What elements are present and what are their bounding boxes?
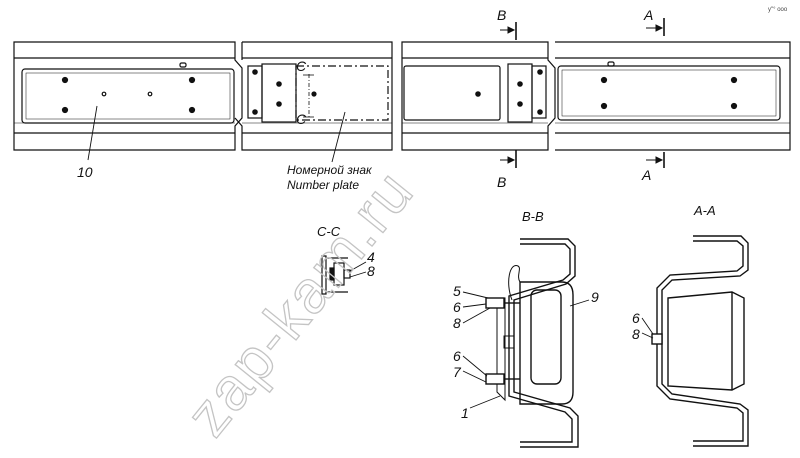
view-bb-title: B-B [522, 209, 544, 224]
bumper-panel-2 [234, 41, 393, 151]
view-cc-label-4: 4 [367, 249, 375, 265]
section-label-c-top: C [296, 58, 307, 74]
view-aa-section [641, 235, 749, 447]
bumper-panel-1 [13, 41, 243, 151]
callout-number-plate-en: Number plate [287, 178, 359, 192]
section-mark-b-bottom [500, 150, 517, 168]
view-aa-label-8: 8 [632, 326, 640, 342]
bumper-assembly [13, 41, 791, 151]
view-cc-section [321, 255, 367, 295]
section-label-b-top: B [497, 7, 506, 23]
view-bb-label-6b: 6 [453, 348, 461, 364]
callout-plate-number: 10 [77, 164, 93, 180]
view-bb-label-9: 9 [591, 289, 599, 305]
view-bb-label-8: 8 [453, 315, 461, 331]
section-label-a-top: A [643, 7, 653, 23]
callout-lines-top [87, 105, 346, 163]
view-aa-title: A-A [693, 203, 716, 218]
view-bb-label-1: 1 [461, 405, 469, 421]
callout-number-plate-ru: Номерной знак [287, 163, 373, 177]
bumper-panel-4 [555, 41, 791, 151]
view-bb-label-5: 5 [453, 283, 461, 299]
section-label-a-bottom: A [641, 167, 651, 183]
view-bb-label-7: 7 [453, 364, 462, 380]
section-mark-a-bottom [646, 152, 665, 168]
watermark-text: zap-kam.ru [173, 157, 427, 448]
view-aa-label-6: 6 [632, 310, 640, 326]
section-label-c-bottom: C [296, 111, 307, 127]
corner-code: у"° ооо [768, 7, 788, 13]
section-mark-b-top [500, 22, 517, 40]
bumper-panel-3 [401, 41, 556, 151]
section-label-b-bottom: B [497, 174, 506, 190]
view-bb-label-6a: 6 [453, 299, 461, 315]
view-cc-label-8: 8 [367, 263, 375, 279]
section-mark-a-top [646, 18, 665, 36]
view-cc-title: C-C [317, 224, 341, 239]
view-bb-section [462, 238, 590, 448]
